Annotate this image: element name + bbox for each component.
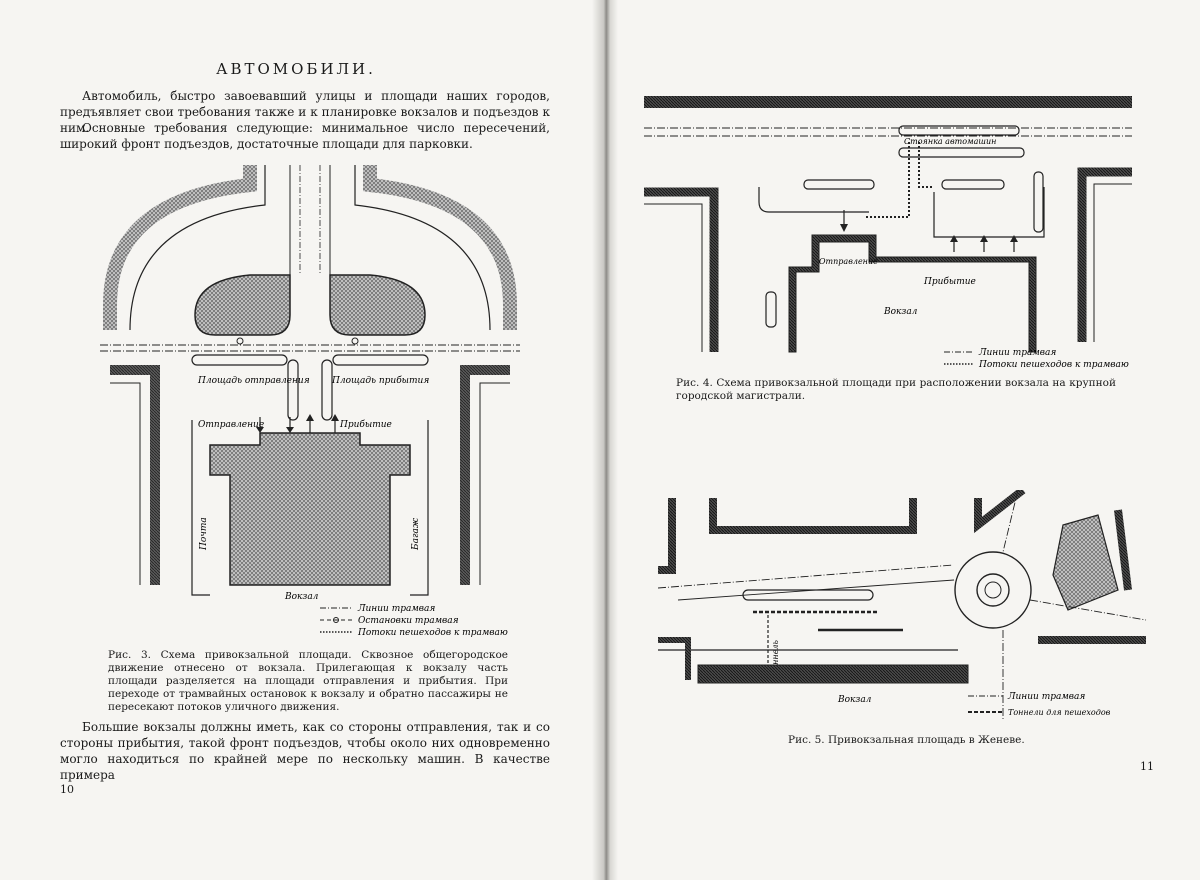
station-building bbox=[209, 432, 411, 586]
figure-3-diagram: Площадь отправления Площадь прибытия Отп… bbox=[100, 165, 520, 638]
fig5-legend-tunnels: Тоннели для пешеходов bbox=[1008, 708, 1111, 717]
fig5-legend-tram-lines: Линии трамвая bbox=[1007, 692, 1085, 702]
fig4-legend-tram-lines: Линии трамвая bbox=[978, 348, 1056, 358]
fig3-legend-pedestrian-flows: Потоки пешеходов к трамваю bbox=[357, 628, 508, 638]
street-arc-right bbox=[363, 165, 517, 330]
fig3-label-baggage: Багаж bbox=[411, 517, 421, 551]
fig3-label-station: Вокзал bbox=[284, 592, 319, 602]
fig5-label-tunnel: Тоннель bbox=[771, 640, 780, 675]
chapter-title: АВТОМОБИЛИ. bbox=[216, 60, 376, 78]
street-arc-left bbox=[103, 165, 257, 330]
figure-5-diagram: Тоннель Вокзал Линии трамвая Тоннели для… bbox=[658, 490, 1147, 720]
fig3-label-departure: Отправление bbox=[198, 420, 264, 430]
fig4-label-arrival: Прибытие bbox=[923, 276, 976, 287]
figure-4-caption: Рис. 4. Схема привокзальной площади при … bbox=[676, 377, 1116, 402]
fig3-label-mail: Почта bbox=[199, 517, 209, 551]
left-page: АВТОМОБИЛИ. Автомобиль, быстро завоевавш… bbox=[0, 0, 592, 880]
paragraph-intro: Автомобиль, быстро завоевавший улицы и п… bbox=[60, 89, 550, 135]
paragraph-stations: Большие вокзалы должны иметь, как со сто… bbox=[60, 720, 550, 782]
fig4-legend-pedestrian-flows: Потоки пешеходов к трамваю bbox=[978, 360, 1129, 370]
fig5-station-building bbox=[697, 664, 969, 684]
right-page: Стоянка автомашин О bbox=[618, 0, 1200, 880]
fig3-legend-tram-stops: Остановки трамвая bbox=[358, 616, 459, 626]
figure-4-diagram: Стоянка автомашин О bbox=[644, 96, 1132, 370]
figure-3-caption: Рис. 3. Схема привокзальной площади. Скв… bbox=[108, 649, 508, 713]
garden-left bbox=[194, 274, 291, 336]
fig3-label-departure-square: Площадь отправления bbox=[197, 376, 310, 386]
garden-right bbox=[329, 274, 426, 336]
book-gutter bbox=[592, 0, 618, 880]
fig5-label-station: Вокзал bbox=[837, 695, 872, 705]
fig3-label-arrival-square: Площадь прибытия bbox=[331, 375, 429, 386]
page-number-right: 11 bbox=[1140, 760, 1154, 773]
fig3-label-arrival: Прибытие bbox=[339, 419, 392, 430]
fig4-label-parking: Стоянка автомашин bbox=[904, 137, 996, 146]
fig3-legend-tram-lines: Линии трамвая bbox=[357, 604, 435, 614]
fig5-roundabout bbox=[954, 551, 1032, 629]
page-number-left: 10 bbox=[60, 783, 74, 796]
fig4-label-departure: Отправление bbox=[819, 257, 878, 266]
fig4-station-building bbox=[788, 234, 1037, 353]
paragraph-requirements: Основные требования следующие: минимальн… bbox=[60, 121, 550, 151]
fig4-label-station: Вокзал bbox=[883, 307, 918, 317]
figure-5-caption: Рис. 5. Привокзальная площадь в Женеве. bbox=[788, 734, 1025, 746]
fig5-garden bbox=[1052, 514, 1119, 611]
